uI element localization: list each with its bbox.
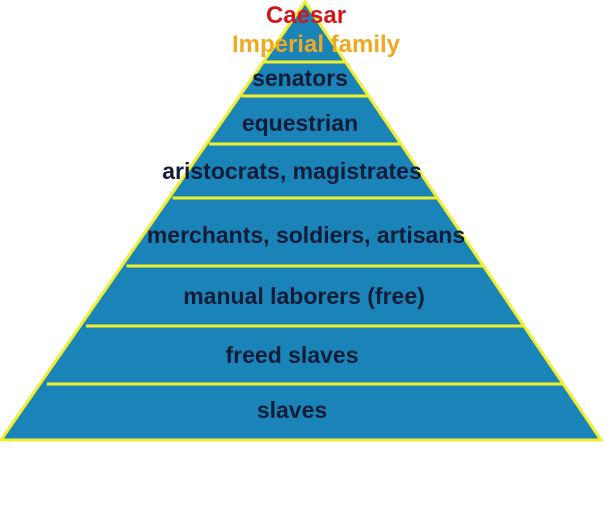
apex-title: Caesar	[266, 2, 346, 29]
apex-subtitle: Imperial family	[232, 31, 401, 58]
tier-label-freed-slaves: freed slaves	[226, 342, 359, 368]
tier-label-equestrian: equestrian	[242, 110, 358, 136]
pyramid-shapes	[0, 0, 604, 442]
tier-label-senators: senators	[252, 65, 348, 91]
tier-label-slaves: slaves	[257, 397, 327, 423]
tier-label-merchants: merchants, soldiers, artisans	[147, 222, 465, 248]
pyramid-body	[0, 0, 604, 442]
tier-label-manual-laborers: manual laborers (free)	[183, 283, 425, 309]
pyramid-labels: Caesar Imperial family senators equestri…	[147, 2, 465, 423]
tier-label-aristocrats: aristocrats, magistrates	[162, 158, 422, 184]
